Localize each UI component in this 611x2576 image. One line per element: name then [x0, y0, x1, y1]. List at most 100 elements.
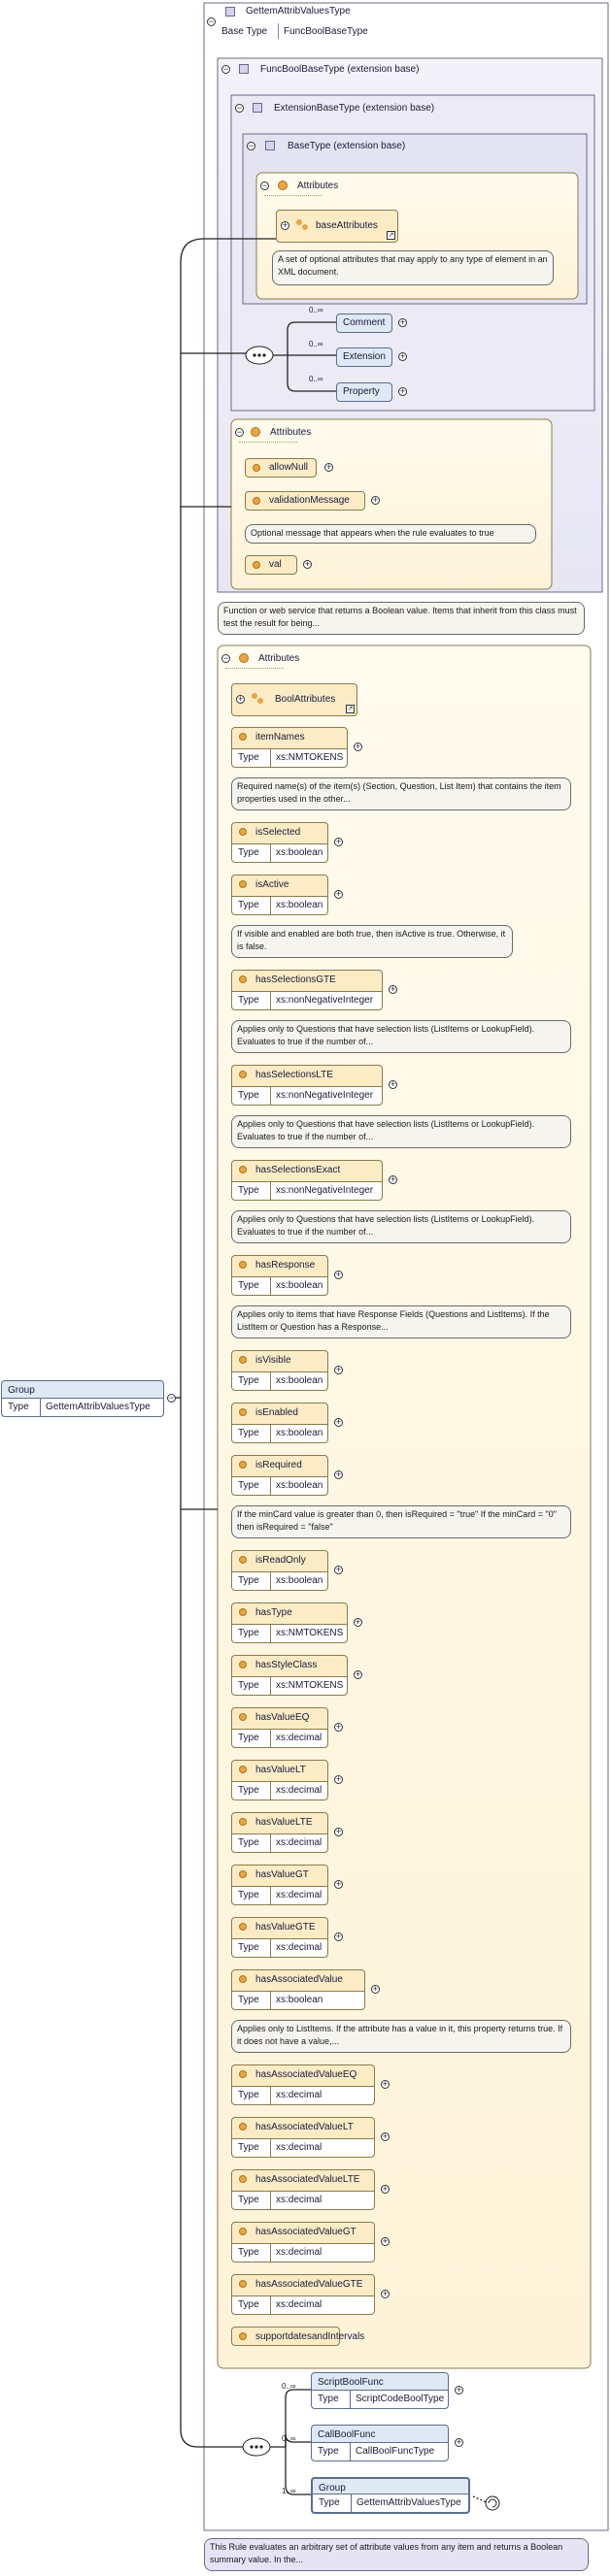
attr-name: hasValueGT: [255, 1869, 309, 1880]
attr-plus[interactable]: +: [381, 2289, 390, 2298]
attr-plus[interactable]: +: [334, 1417, 343, 1427]
func-note: Function or web service that returns a B…: [218, 602, 585, 635]
attr-plus[interactable]: +: [371, 1984, 380, 1994]
ext-seq-element[interactable]: Comment: [336, 314, 392, 333]
attr-plus[interactable]: +: [381, 2079, 390, 2089]
attr-plus[interactable]: +: [381, 2131, 390, 2141]
root-collapse-toggle[interactable]: −: [167, 1393, 176, 1403]
attr-plus[interactable]: +: [389, 1174, 397, 1184]
base-type-toggle[interactable]: −: [247, 141, 255, 150]
attributes-toggle[interactable]: −: [221, 653, 230, 663]
attr-plus[interactable]: +: [381, 2184, 390, 2194]
ext-seq-element[interactable]: Extension: [336, 347, 392, 367]
attr-hasValueGT[interactable]: hasValueGT Type xs:decimal: [231, 1865, 328, 1905]
attr-supportdatesandIntervals[interactable]: supportdatesandIntervals: [231, 2327, 364, 2346]
attr-plus[interactable]: +: [334, 1470, 343, 1479]
attr-plus[interactable]: +: [334, 837, 343, 846]
attr-type-label: Type: [238, 1890, 259, 1900]
attr-plus[interactable]: +: [354, 1617, 362, 1627]
attribute-icon: [239, 1975, 247, 1983]
attr-type-value: xs:decimal: [276, 1890, 322, 1900]
attr-note: Applies only to Questions that have sele…: [231, 1020, 571, 1053]
attr-plus[interactable]: +: [334, 1365, 343, 1374]
attr-plus[interactable]: +: [334, 1270, 343, 1279]
attr-val[interactable]: val: [245, 555, 297, 575]
ext-seq-count: 0..∞: [309, 306, 323, 314]
base-attributes-group-name: baseAttributes: [316, 220, 378, 231]
ext-seq-element[interactable]: Property: [336, 382, 392, 402]
base-attributes-icon: [278, 181, 288, 190]
attr-type-value: xs:decimal: [276, 1837, 322, 1848]
attr-allowNull[interactable]: allowNull: [245, 458, 317, 478]
base-attributes-group[interactable]: + baseAttributes ↗: [276, 210, 398, 243]
ext-sequence-compositor: [245, 346, 274, 365]
attr-allowNull-plus[interactable]: +: [324, 462, 333, 472]
attr-plus[interactable]: +: [389, 1079, 397, 1089]
ext-seq-plus[interactable]: +: [398, 351, 407, 361]
attr-name: isVisible: [255, 1355, 291, 1366]
attr-type-value: xs:boolean: [276, 1375, 323, 1386]
attr-name: hasValueLT: [255, 1765, 306, 1775]
root-element[interactable]: Group Type GettemAttribValuesType: [1, 1380, 164, 1417]
base-attributes-toggle[interactable]: −: [260, 181, 269, 190]
attr-plus[interactable]: +: [334, 1932, 343, 1941]
attr-plus[interactable]: +: [354, 742, 362, 751]
bool-attributes-group[interactable]: + BoolAttributes ↗: [231, 683, 357, 716]
attr-plus[interactable]: +: [381, 2236, 390, 2246]
ext-seq-plus[interactable]: +: [398, 317, 407, 327]
attr-plus[interactable]: +: [334, 1879, 343, 1889]
attr-type-label: Type: [238, 1480, 259, 1491]
attr-plus[interactable]: +: [334, 1565, 343, 1574]
attr-plus[interactable]: +: [389, 984, 397, 994]
fbb-attributes-toggle[interactable]: −: [235, 427, 244, 437]
attr-type-value: xs:boolean: [276, 900, 323, 910]
attr-validationMessage[interactable]: validationMessage: [245, 491, 365, 511]
complex-type-toggle[interactable]: −: [207, 17, 216, 26]
attr-plus[interactable]: +: [334, 1827, 343, 1836]
func-bool-base-toggle[interactable]: −: [221, 64, 230, 74]
attr-plus[interactable]: +: [334, 1774, 343, 1784]
ext-seq-plus[interactable]: +: [398, 386, 407, 396]
attr-validationMessage-plus[interactable]: +: [371, 495, 380, 505]
fbb-attributes-note: Optional message that appears when the r…: [245, 524, 536, 544]
attr-plus[interactable]: +: [334, 889, 343, 899]
choice-plus[interactable]: +: [455, 2385, 463, 2394]
attr-name: hasAssociatedValueLT: [255, 2122, 354, 2132]
attr-plus[interactable]: +: [334, 1722, 343, 1732]
attr-val-plus[interactable]: +: [303, 559, 312, 569]
ext-seq-count: 0..∞: [309, 340, 323, 348]
attr-plus[interactable]: +: [354, 1669, 362, 1679]
extension-base-toggle[interactable]: −: [235, 103, 244, 113]
choice-plus[interactable]: +: [455, 2437, 463, 2447]
